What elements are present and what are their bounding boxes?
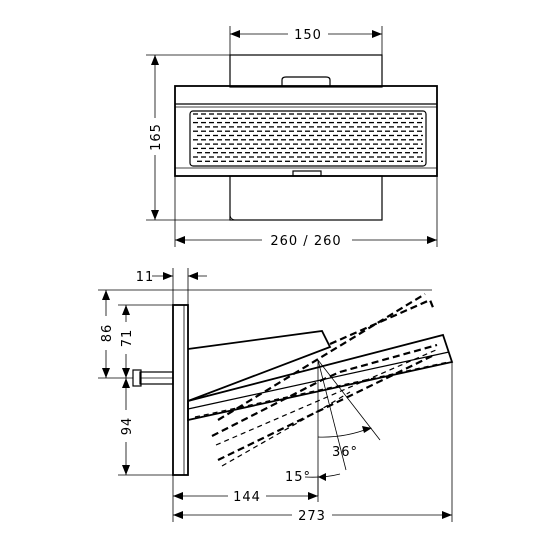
arrow-36-end [362, 426, 372, 433]
bottom-clip [292, 170, 322, 177]
dim-273-label: 273 [298, 509, 326, 524]
dim-94-label: 94 [120, 417, 135, 436]
pivot-angle-line-36 [317, 359, 381, 441]
arrow-15-end [318, 473, 326, 481]
shower-head-solid-face [187, 351, 450, 410]
arrow-150-right [372, 30, 382, 38]
arrow-165-top [151, 55, 159, 65]
dim-11-label: 11 [136, 270, 155, 285]
nozzle-grid-frame [189, 110, 427, 167]
dim-86-label: 86 [100, 324, 115, 343]
arrow-71-bottom [122, 368, 130, 378]
arrow-71-top [122, 305, 130, 315]
arrow-260-right [427, 236, 437, 244]
dim-260-label: 260 / 260 [270, 234, 341, 249]
nozzle-grid [193, 113, 423, 162]
mount-plate-upper [229, 54, 383, 88]
arrow-86-bottom [102, 368, 110, 378]
dim-165-label: 165 [149, 123, 164, 151]
mount-plate-lower [229, 175, 383, 221]
arrow-94-top [122, 378, 130, 388]
arrow-150-left [230, 30, 240, 38]
shower-head-dashed-middle [211, 343, 438, 437]
shower-head-dashed-low [221, 391, 351, 467]
top-knob [281, 76, 331, 87]
top-view: 150 165 260 / 260 [146, 26, 438, 249]
arrow-144-left [173, 492, 183, 500]
mount-plate-lower-corner [229, 213, 237, 221]
shower-head-solid [187, 333, 454, 422]
shower-head-solid-nozzles [194, 361, 449, 418]
arrow-165-bottom [151, 210, 159, 220]
shower-head-dashed-high-2 [329, 298, 436, 346]
arrow-273-left [173, 511, 183, 519]
angle-arc-36 [317, 427, 371, 438]
angle-36-label: 36° [332, 445, 358, 460]
arrow-86-top [102, 290, 110, 300]
arrow-11-left [163, 272, 173, 280]
arm-block [187, 330, 332, 402]
shower-head-dashed-high [217, 293, 426, 421]
pivot-angle-line-15 [317, 359, 347, 471]
wall-plate [172, 304, 189, 476]
angle-15-label: 15° [285, 470, 311, 485]
arrow-260-left [175, 236, 185, 244]
arrow-94-bottom [122, 465, 130, 475]
dim-150-label: 150 [294, 28, 322, 43]
arrow-11-right [188, 272, 198, 280]
dim-71-label: 71 [120, 329, 135, 348]
dim-144-label: 144 [233, 490, 261, 505]
arrow-144-right [308, 492, 318, 500]
shower-head-dashed-low-2 [217, 355, 433, 461]
side-view: 11 86 71 94 36° 15° 144 [98, 268, 454, 524]
shower-head-dashed-middle-2 [215, 349, 437, 446]
arrow-273-right [442, 511, 452, 519]
